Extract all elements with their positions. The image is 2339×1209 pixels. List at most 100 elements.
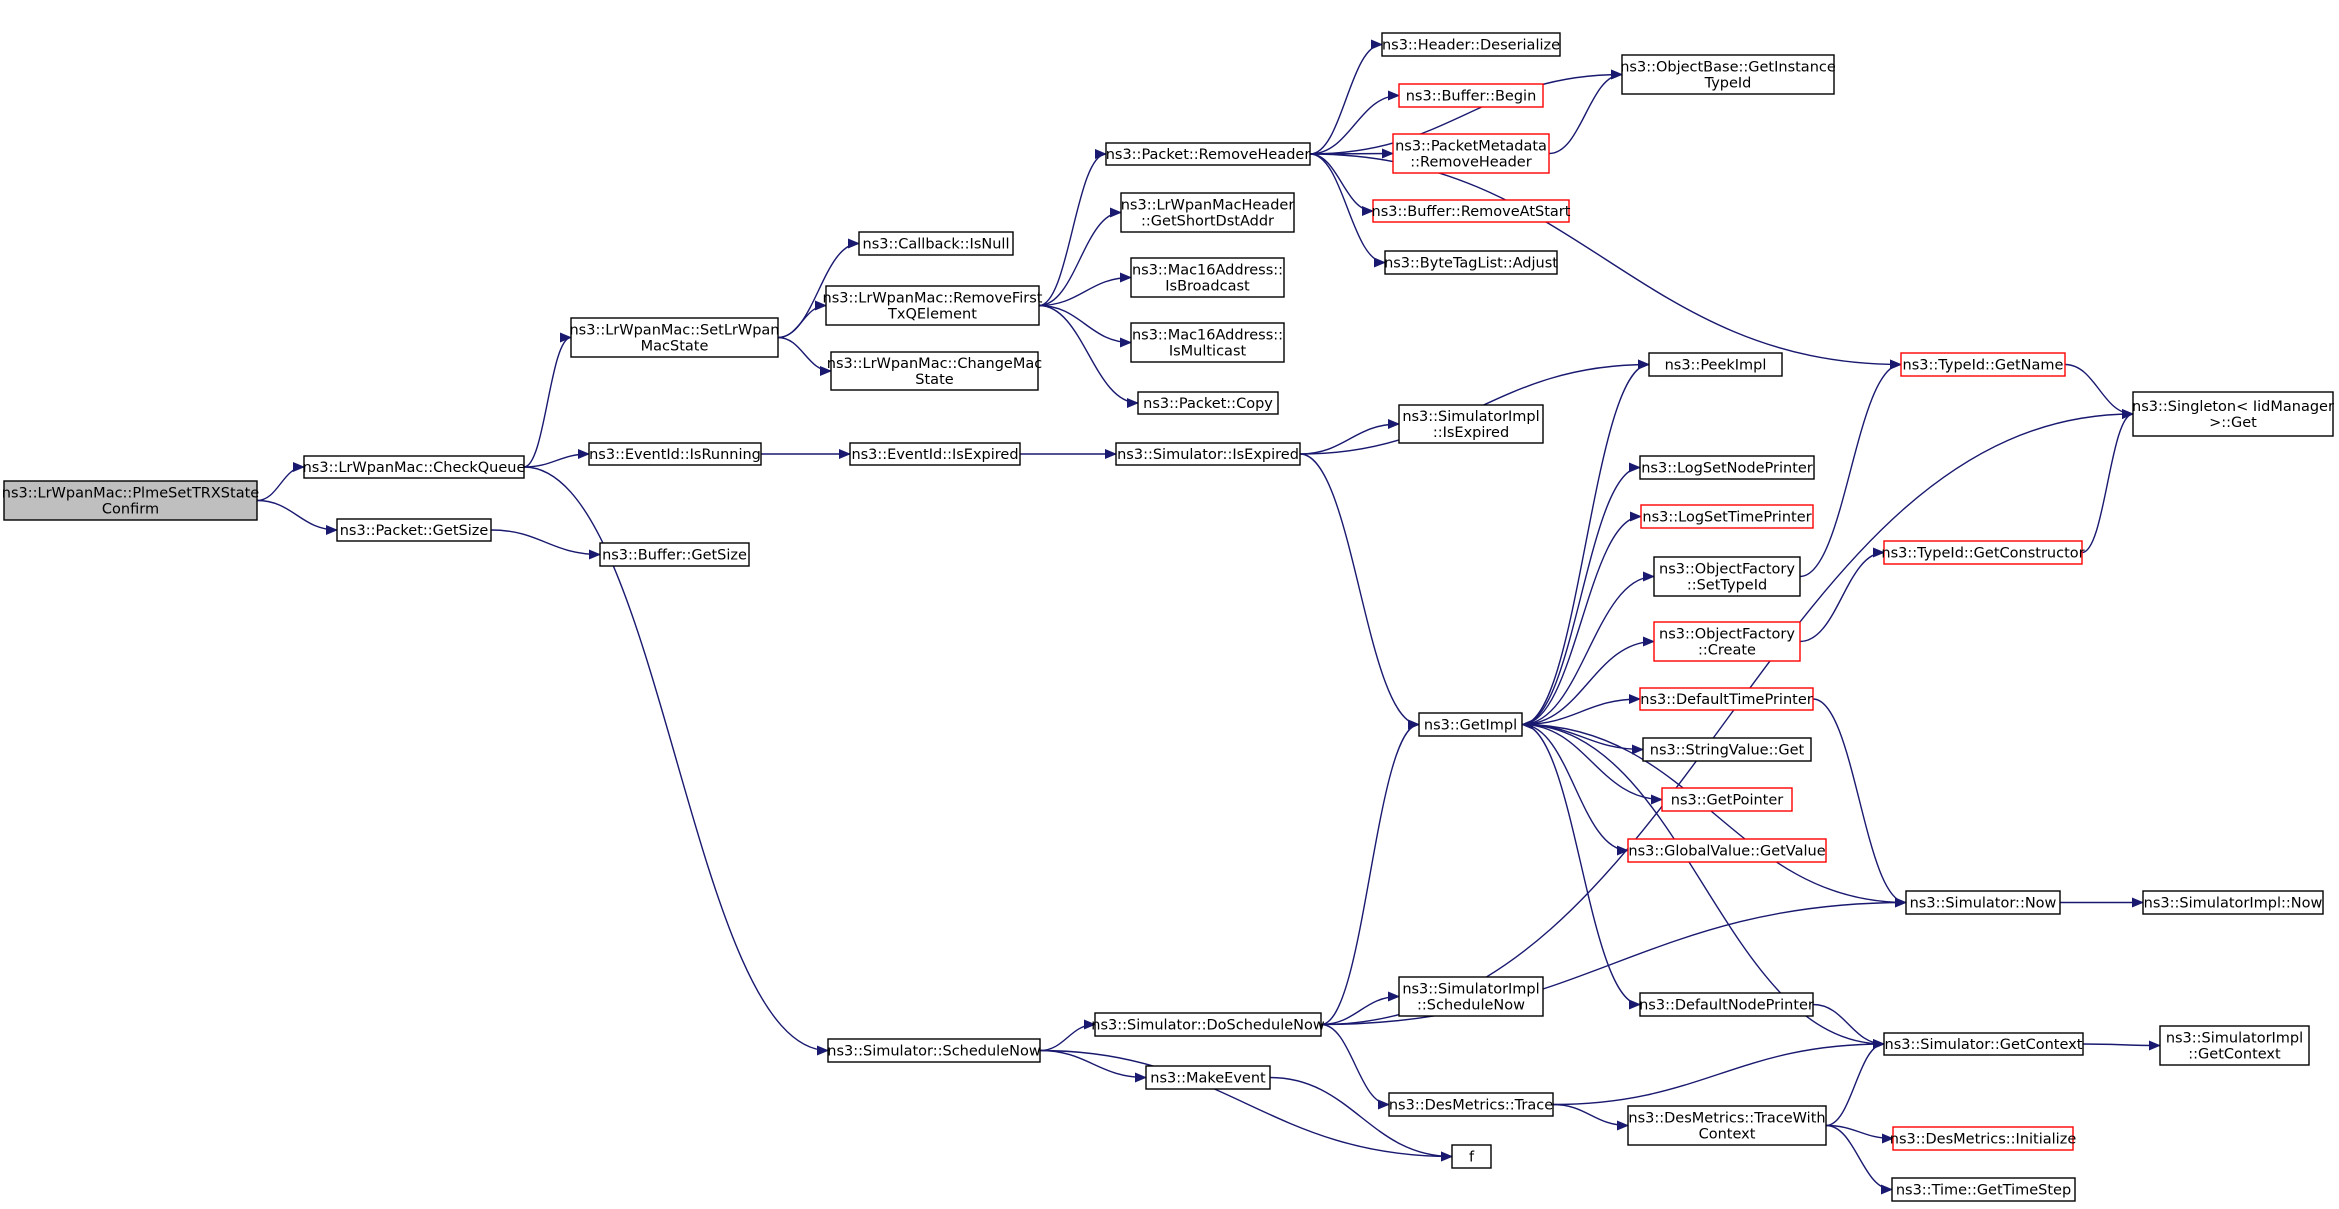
edge-doschednow-to-sim-now: [1320, 897, 1907, 1026]
node-label: ns3::LrWpanMac::RemoveFirst: [823, 291, 1043, 307]
node-pm-removeheader[interactable]: ns3::PacketMetadata::RemoveHeader: [1392, 133, 1550, 174]
node-label: ns3::SimulatorImpl: [1402, 982, 1539, 998]
nodes-layer: ns3::LrWpanMac::PlmeSetTRXStateConfirmns…: [2, 32, 2334, 1202]
node-logsetnode[interactable]: ns3::LogSetNodePrinter: [1639, 455, 1815, 480]
edge-root-to-checkqueue: [256, 462, 305, 502]
node-label: ns3::LogSetNodePrinter: [1641, 461, 1813, 477]
node-label: ns3::MakeEvent: [1150, 1071, 1266, 1087]
node-evt-isexpired[interactable]: ns3::EventId::IsExpired: [849, 442, 1021, 466]
node-box: [1115, 442, 1301, 466]
node-pkt-copy[interactable]: ns3::Packet::Copy: [1137, 391, 1279, 415]
node-box: [336, 518, 492, 542]
node-label: MacState: [641, 339, 709, 355]
node-evt-isrunning[interactable]: ns3::EventId::IsRunning: [588, 442, 762, 466]
node-label: ns3::ObjectFactory: [1659, 627, 1795, 643]
edge-dm-tracewith-to-dm-initialize: [1825, 1124, 1894, 1144]
node-defnodeprinter[interactable]: ns3::DefaultNodePrinter: [1639, 992, 1814, 1017]
edge-sim-now-to-getimpl: [1521, 719, 1907, 904]
node-pkt-getsize[interactable]: ns3::Packet::GetSize: [336, 518, 492, 542]
node-of-settypeid[interactable]: ns3::ObjectFactory::SetTypeId: [1653, 556, 1801, 597]
node-label: ns3::DesMetrics::Initialize: [1890, 1132, 2077, 1148]
edge-removefirst-to-isbroadcast: [1038, 272, 1132, 307]
node-logsettime[interactable]: ns3::LogSetTimePrinter: [1640, 504, 1814, 529]
node-label: ns3::SimulatorImpl::Now: [2144, 896, 2323, 912]
node-sim-isexpired[interactable]: ns3::Simulator::IsExpired: [1115, 442, 1301, 466]
node-label: ns3::Buffer::GetSize: [602, 548, 747, 564]
node-simimpl-now[interactable]: ns3::SimulatorImpl::Now: [2142, 890, 2324, 915]
node-time-gettimestep[interactable]: ns3::Time::GetTimeStep: [1891, 1177, 2076, 1202]
node-box: [827, 1038, 1041, 1063]
node-isbroadcast[interactable]: ns3::Mac16Address::IsBroadcast: [1130, 257, 1285, 298]
edge-getimpl-to-of-settypeid: [1521, 571, 1655, 726]
node-tid-getname[interactable]: ns3::TypeId::GetName: [1900, 352, 2066, 377]
node-simimpl-isexpired[interactable]: ns3::SimulatorImpl::IsExpired: [1398, 404, 1544, 444]
node-getpointer[interactable]: ns3::GetPointer: [1661, 787, 1793, 812]
node-box: [570, 317, 779, 358]
node-tid-getctor[interactable]: ns3::TypeId::GetConstructor: [1881, 540, 2085, 565]
node-hdr-deserialize[interactable]: ns3::Header::Deserialize: [1381, 32, 1561, 57]
node-box: [858, 231, 1014, 256]
node-doschednow[interactable]: ns3::Simulator::DoScheduleNow: [1091, 1012, 1325, 1037]
node-label: IsMulticast: [1169, 344, 1247, 360]
node-peekimpl[interactable]: ns3::PeekImpl: [1648, 352, 1783, 377]
node-label: ns3::PacketMetadata: [1395, 139, 1547, 155]
node-cb-isnull[interactable]: ns3::Callback::IsNull: [858, 231, 1014, 256]
node-box: [1418, 712, 1523, 737]
node-sched-now[interactable]: ns3::Simulator::ScheduleNow: [827, 1038, 1041, 1063]
edge-sched-now-to-makeevent: [1039, 1049, 1147, 1083]
node-of-create[interactable]: ns3::ObjectFactory::Create: [1653, 621, 1801, 662]
edge-getimpl-to-getpointer: [1521, 723, 1663, 805]
node-box: [1398, 404, 1544, 444]
node-checkqueue[interactable]: ns3::LrWpanMac::CheckQueue: [303, 455, 526, 479]
node-btl-adjust[interactable]: ns3::ByteTagList::Adjust: [1384, 250, 1558, 275]
edge-pkt-removeheader-to-buf-begin: [1309, 90, 1400, 155]
node-dm-initialize[interactable]: ns3::DesMetrics::Initialize: [1890, 1126, 2077, 1151]
node-sv-get[interactable]: ns3::StringValue::Get: [1642, 737, 1812, 762]
edge-doschednow-to-dm-trace: [1320, 1023, 1390, 1110]
node-buf-getsize[interactable]: ns3::Buffer::GetSize: [599, 542, 750, 567]
node-simimpl-schednow[interactable]: ns3::SimulatorImpl::ScheduleNow: [1398, 976, 1544, 1017]
node-getimpl[interactable]: ns3::GetImpl: [1418, 712, 1523, 737]
node-ismulticast[interactable]: ns3::Mac16Address::IsMulticast: [1130, 322, 1285, 363]
edge-doschednow-to-simimpl-schednow: [1320, 991, 1400, 1026]
node-box: [1648, 352, 1783, 377]
node-buf-begin[interactable]: ns3::Buffer::Begin: [1398, 83, 1544, 108]
node-gv-getvalue[interactable]: ns3::GlobalValue::GetValue: [1627, 838, 1827, 863]
edge-pkt-removeheader-to-ob-getinstance: [1309, 69, 1623, 155]
node-box: [1627, 838, 1827, 863]
node-sim-getcontext[interactable]: ns3::Simulator::GetContext: [1883, 1032, 2084, 1056]
edge-sched-now-to-doschednow: [1039, 1019, 1096, 1052]
edge-pm-removeheader-to-ob-getinstance: [1548, 69, 1623, 155]
node-dm-trace[interactable]: ns3::DesMetrics::Trace: [1388, 1092, 1554, 1117]
node-singleton-get[interactable]: ns3::Singleton< IidManager >::Get: [2132, 391, 2334, 437]
node-deftimeprinter[interactable]: ns3::DefaultTimePrinter: [1639, 687, 1814, 711]
edge-sched-now-to-f: [1039, 1049, 1453, 1162]
edge-removefirst-to-pkt-copy: [1038, 304, 1139, 408]
node-sim-now[interactable]: ns3::Simulator::Now: [1905, 890, 2061, 915]
edge-getimpl-to-logsetnode: [1521, 462, 1641, 726]
node-label: ns3::LrWpanMac::SetLrWpan: [569, 323, 779, 339]
edge-dm-trace-to-dm-tracewith: [1552, 1103, 1629, 1131]
node-buf-removeatstart[interactable]: ns3::Buffer::RemoveAtStart: [1372, 199, 1571, 223]
edge-removefirst-to-pkt-removeheader: [1038, 149, 1107, 307]
node-f[interactable]: f: [1451, 1144, 1492, 1169]
edge-sim-getcontext-to-simimpl-getcontext: [2082, 1040, 2161, 1051]
node-label: ns3::Simulator::GetContext: [1885, 1037, 2083, 1053]
node-makeevent[interactable]: ns3::MakeEvent: [1145, 1065, 1271, 1090]
node-simimpl-getcontext[interactable]: ns3::SimulatorImpl::GetContext: [2159, 1025, 2310, 1066]
edge-deftimeprinter-to-sim-now: [1812, 698, 1907, 908]
node-box: [1398, 83, 1544, 108]
node-getshortdst[interactable]: ns3::LrWpanMacHeader::GetShortDstAddr: [1120, 192, 1295, 233]
node-label: TypeId: [1704, 76, 1752, 92]
edge-setstate-to-removefirst: [777, 300, 827, 339]
node-label: ::SetTypeId: [1687, 578, 1767, 594]
node-pkt-removeheader[interactable]: ns3::Packet::RemoveHeader: [1105, 142, 1311, 166]
node-box: [2132, 391, 2334, 437]
node-box: [849, 442, 1021, 466]
